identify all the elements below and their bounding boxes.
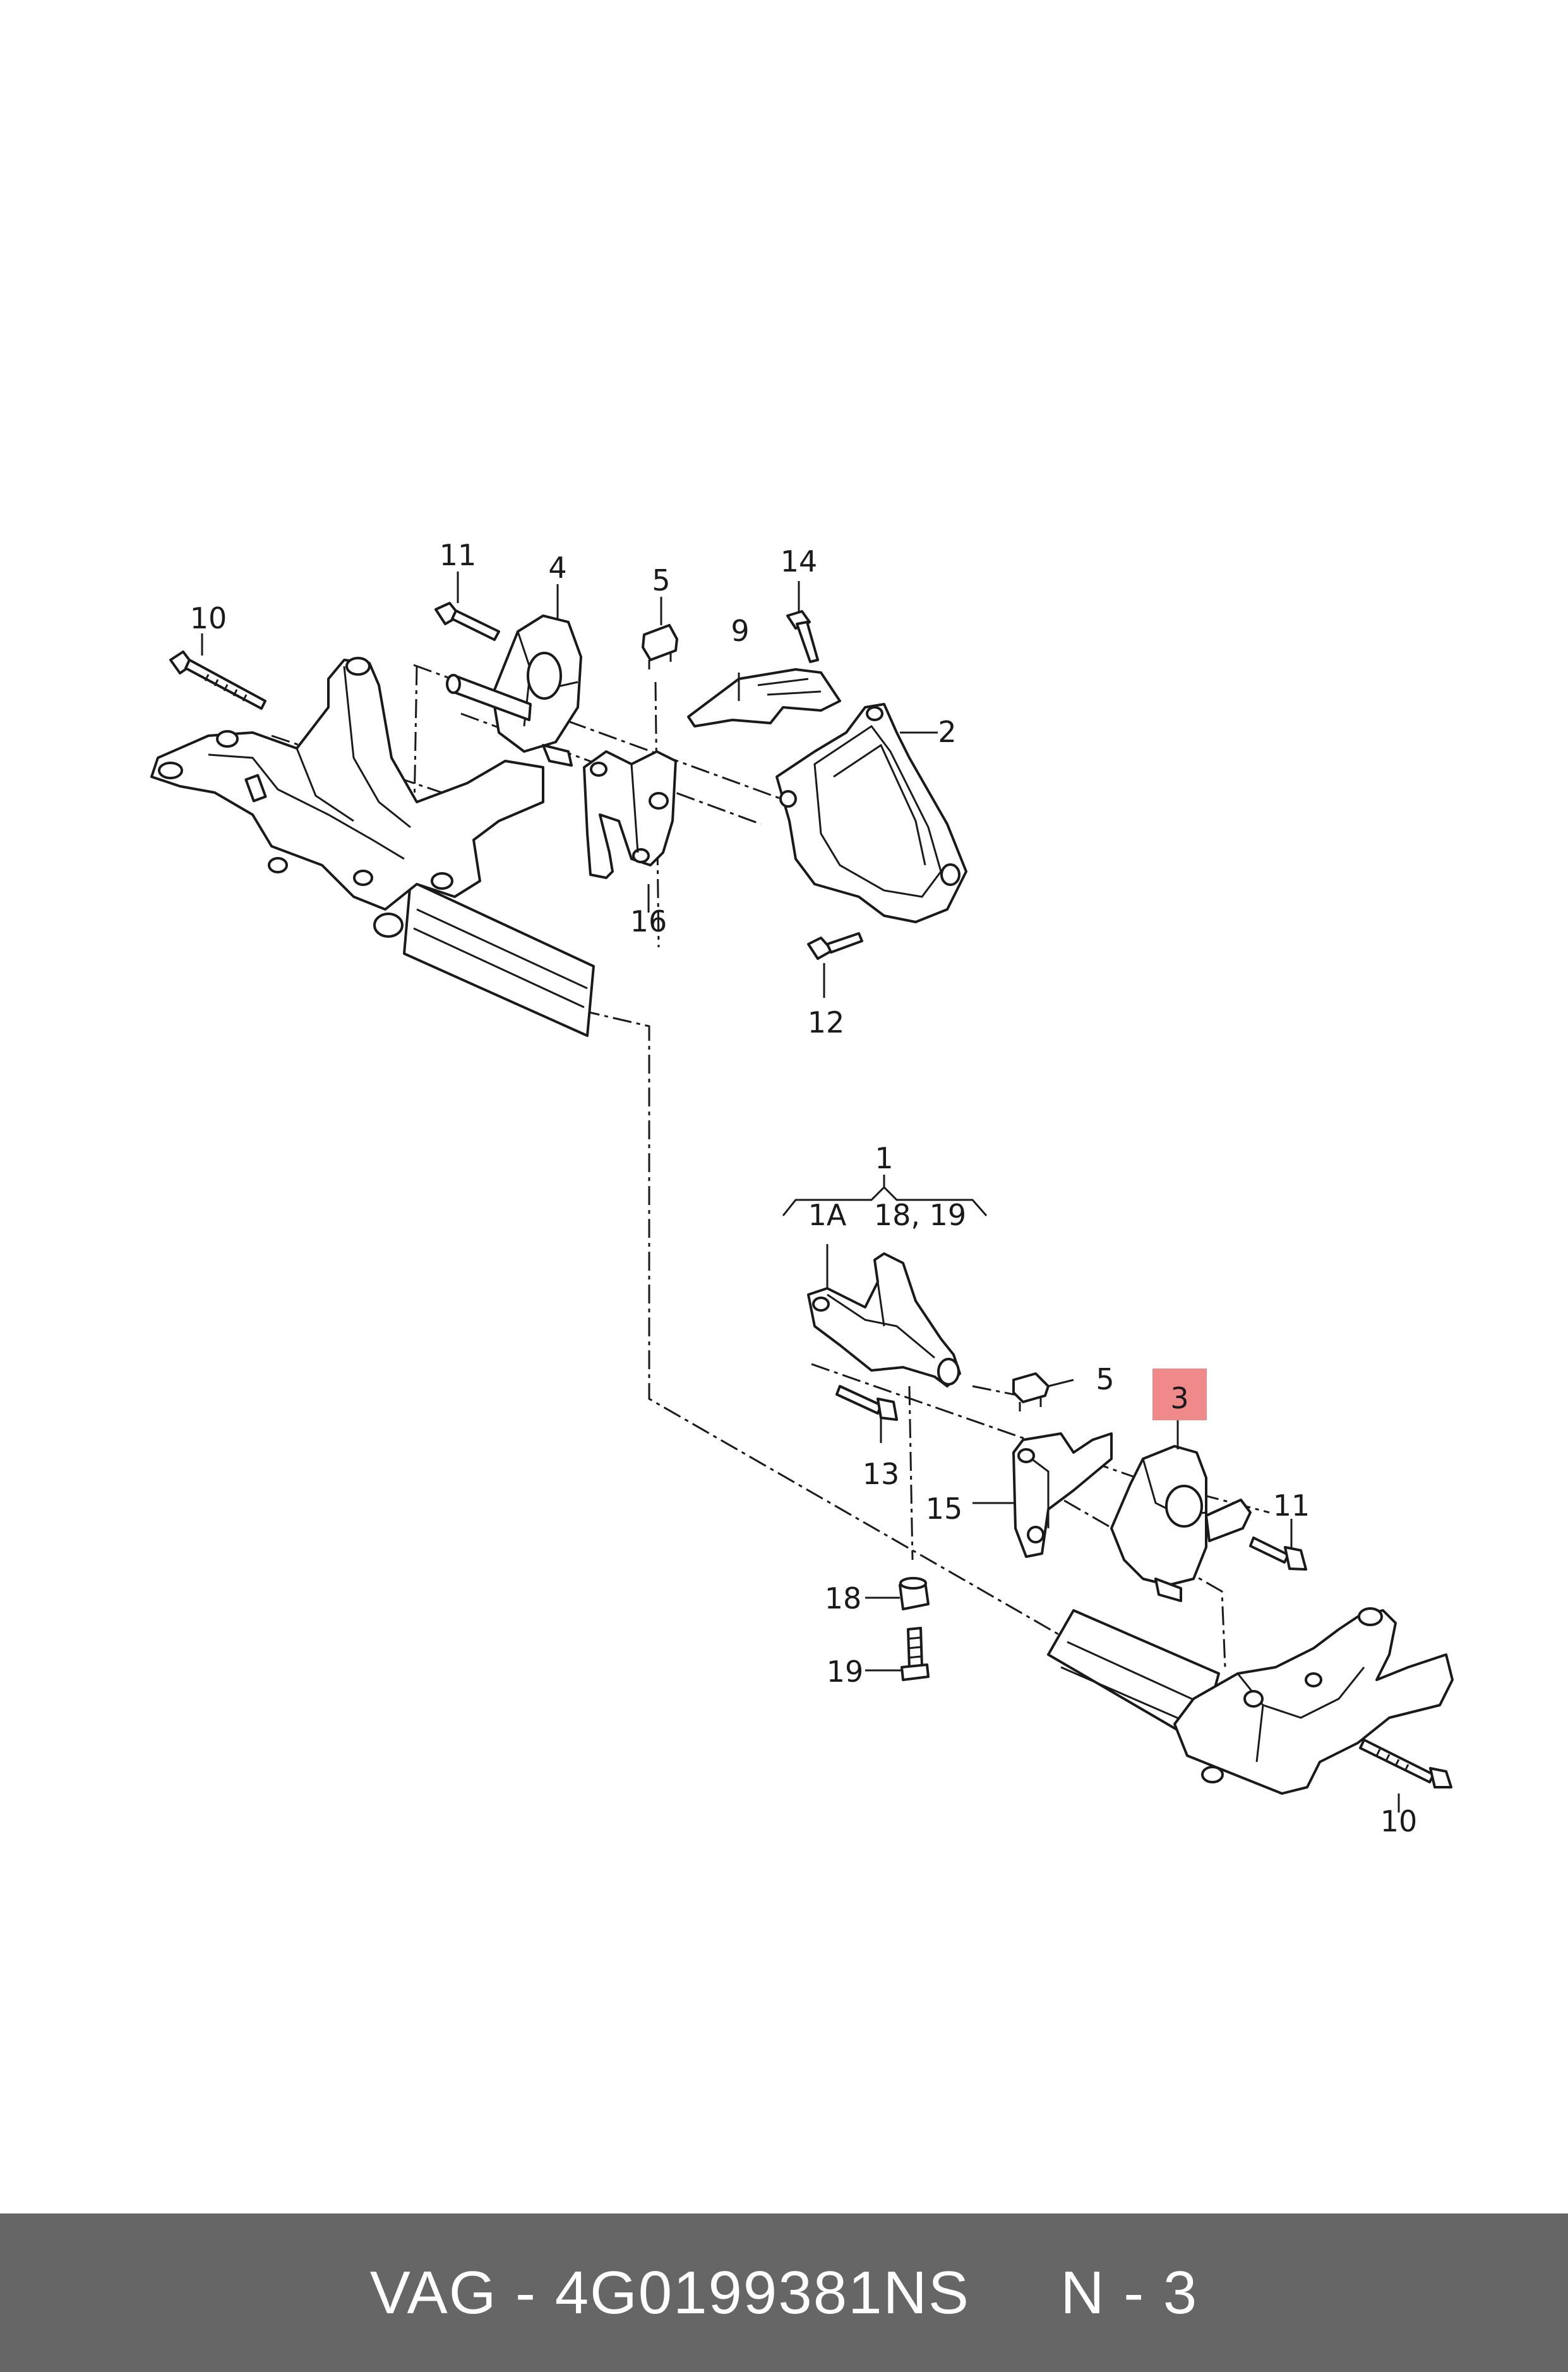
highlight-box — [1152, 1369, 1207, 1420]
bracket-16 — [583, 750, 677, 879]
label-9: 9 — [731, 614, 749, 648]
parts-diagram: 10 11 4 5 14 9 2 16 12 1 1A 18, 19 5 3 1… — [150, 538, 1454, 1838]
bolt-13 — [835, 1385, 898, 1421]
label-11-upper: 11 — [440, 538, 477, 572]
label-16: 16 — [630, 904, 667, 938]
label-13: 13 — [863, 1457, 900, 1491]
bolt-11-lower — [1249, 1536, 1307, 1571]
label-5-upper: 5 — [652, 563, 670, 597]
label-12: 12 — [808, 1005, 845, 1039]
bolt-10-lower — [1359, 1739, 1452, 1788]
label-19: 19 — [827, 1655, 864, 1689]
buffer-stop-5-lower — [1012, 1372, 1050, 1411]
label-11-lower: 11 — [1273, 1488, 1310, 1523]
bracket-1 — [807, 1252, 961, 1387]
label-5-lower: 5 — [1096, 1362, 1114, 1396]
footer-bar: VAG - 4G0199381NS N - 3 — [0, 2213, 1568, 2372]
part-number-caption: VAG - 4G0199381NS N - 3 — [369, 2258, 1199, 2327]
label-4: 4 — [548, 551, 566, 585]
subframe-lower — [1047, 1607, 1454, 1795]
bolt-19 — [901, 1627, 930, 1681]
heat-shield-9 — [687, 668, 841, 728]
bolt-12 — [807, 932, 863, 960]
bracket-2 — [775, 703, 967, 923]
engine-mount-3 — [1110, 1445, 1252, 1602]
label-15: 15 — [926, 1492, 963, 1526]
label-3: 3 — [1170, 1381, 1188, 1415]
label-1: 1 — [875, 1141, 893, 1175]
bracket-15 — [1012, 1432, 1113, 1558]
bolt-11-upper — [434, 602, 500, 641]
label-18-19-group: 18, 19 — [874, 1198, 966, 1232]
label-18: 18 — [825, 1581, 862, 1615]
engine-mount-4 — [446, 614, 582, 767]
label-14: 14 — [781, 544, 818, 578]
bolt-10-upper — [169, 650, 266, 710]
label-10-upper: 10 — [190, 601, 227, 635]
leader-lines — [201, 572, 1400, 1812]
buffer-stop-5-upper — [642, 624, 678, 669]
label-2: 2 — [938, 715, 956, 749]
bolt-14 — [786, 610, 819, 663]
label-10-lower: 10 — [1380, 1804, 1418, 1838]
part-labels: 10 11 4 5 14 9 2 16 12 1 1A 18, 19 5 3 1… — [190, 538, 1418, 1838]
subframe-upper — [150, 657, 595, 1037]
washer-18 — [899, 1577, 930, 1610]
label-1A: 1A — [808, 1198, 847, 1232]
